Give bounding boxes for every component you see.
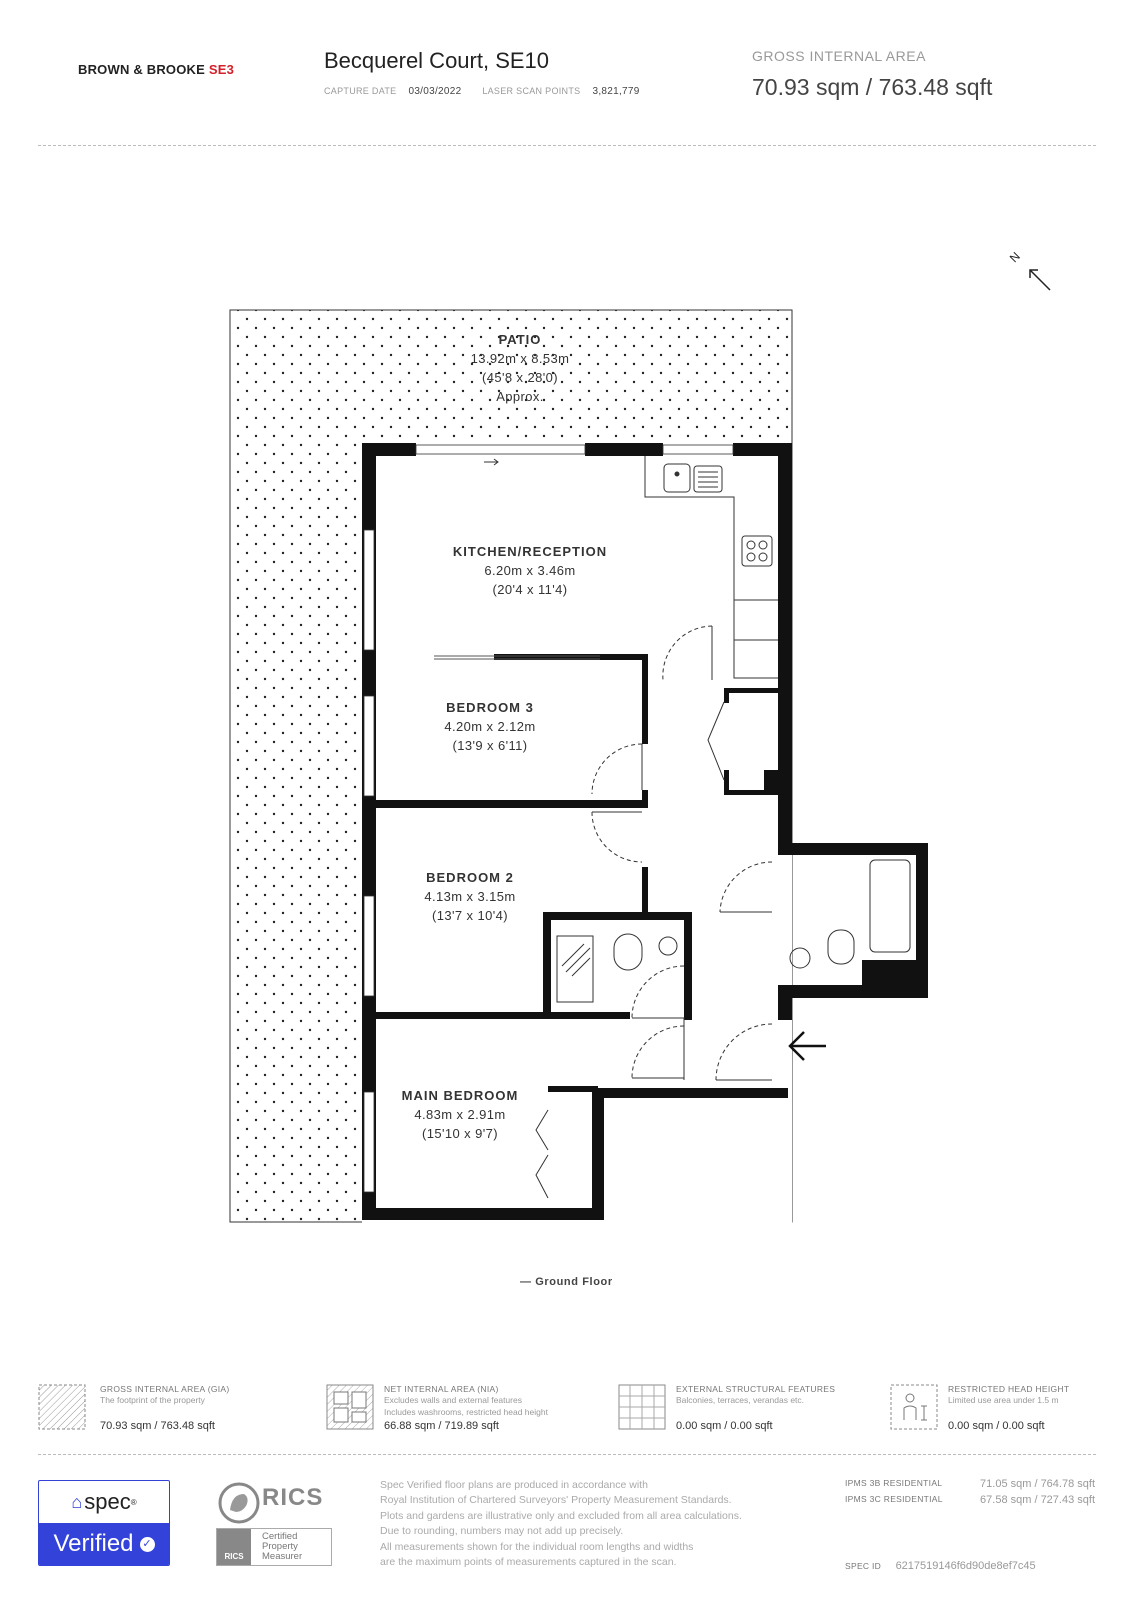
room-imperial: (45'8 x 28'0) bbox=[482, 370, 558, 385]
floor-plan: N bbox=[229, 249, 1051, 1223]
rics-certified-text: Certified Property Measurer bbox=[262, 1532, 302, 1562]
room-name: KITCHEN/RECEPTION bbox=[452, 544, 608, 559]
room-imperial: (20'4 x 11'4) bbox=[492, 582, 568, 597]
grid-icon bbox=[618, 1384, 666, 1430]
property-title: Becquerel Court, SE10 bbox=[324, 48, 550, 73]
floor-label: — Ground Floor bbox=[520, 1276, 613, 1288]
brand-name: BROWN & BROOKE bbox=[78, 62, 206, 77]
room-note: Approx. bbox=[496, 389, 544, 404]
gia-label: GROSS INTERNAL AREA bbox=[752, 48, 926, 64]
room-dims: 6.20m x 3.46m bbox=[484, 563, 576, 578]
room-name: BEDROOM 3 bbox=[446, 700, 534, 715]
brand-accent: SE3 bbox=[208, 62, 235, 77]
gia-value: 70.93 sqm / 763.48 sqft bbox=[752, 74, 993, 100]
ipms-row: IPMS 3C RESIDENTIAL 67.58 sqm / 727.43 s… bbox=[845, 1494, 1095, 1506]
legend-desc: Includes washrooms, restricted head heig… bbox=[384, 1407, 548, 1417]
room-dims: 4.13m x 3.15m bbox=[424, 889, 516, 904]
legend-value: 66.88 sqm / 719.89 sqft bbox=[384, 1420, 499, 1432]
rics-cert-line: Property bbox=[262, 1541, 298, 1552]
legend-desc: The footprint of the property bbox=[100, 1395, 205, 1405]
north-label: N bbox=[1007, 249, 1023, 265]
door-swings bbox=[591, 625, 773, 1081]
legend-value: 70.93 sqm / 763.48 sqft bbox=[100, 1420, 215, 1432]
legend-desc: Balconies, terraces, verandas etc. bbox=[676, 1395, 805, 1405]
room-dims: 4.83m x 2.91m bbox=[414, 1107, 506, 1122]
spec-verified-badge: ⌂ spec® Verified ✓ bbox=[38, 1480, 170, 1566]
check-circle-icon: ✓ bbox=[139, 1536, 155, 1552]
left-windows bbox=[363, 529, 375, 1193]
room-imperial: (13'7 x 10'4) bbox=[432, 908, 508, 923]
legend-title: GROSS INTERNAL AREA (GIA) bbox=[100, 1384, 230, 1394]
spec-name: spec bbox=[84, 1489, 131, 1514]
ipms-label: IPMS 3B RESIDENTIAL bbox=[845, 1478, 943, 1488]
scan-points-label: LASER SCAN POINTS bbox=[482, 86, 581, 96]
room-name: MAIN BEDROOM bbox=[401, 1088, 519, 1103]
north-arrow-icon: N bbox=[1007, 249, 1051, 291]
kitchen-units bbox=[644, 456, 778, 679]
room-dims: 13.92m x 8.53m bbox=[470, 351, 570, 366]
capture-meta: CAPTURE DATE 03/03/2022 LASER SCAN POINTS… bbox=[324, 86, 658, 97]
spec-id: SPEC ID 6217519146f6d90de8ef7c45 bbox=[845, 1556, 1036, 1574]
door-leaves bbox=[535, 626, 772, 1199]
legend-desc: Excludes walls and external features bbox=[384, 1395, 522, 1405]
room-name: BEDROOM 2 bbox=[426, 870, 514, 885]
room-imperial: (13'9 x 6'11) bbox=[452, 738, 528, 753]
disclaimer: Spec Verified floor plans are produced i… bbox=[380, 1478, 742, 1570]
disclaimer-line: Spec Verified floor plans are produced i… bbox=[380, 1479, 648, 1491]
nia-plan-icon bbox=[326, 1384, 374, 1430]
ipms-value: 71.05 sqm / 764.78 sqft bbox=[980, 1478, 1095, 1490]
spec-verified: Verified ✓ bbox=[39, 1523, 169, 1565]
capture-date-label: CAPTURE DATE bbox=[324, 86, 397, 96]
legend-title: NET INTERNAL AREA (NIA) bbox=[384, 1384, 499, 1394]
room-imperial: (15'10 x 9'7) bbox=[422, 1126, 498, 1141]
header-divider bbox=[38, 145, 1096, 146]
bedroom3-sliding-door bbox=[434, 655, 600, 660]
spec-house-icon: ⌂ bbox=[71, 1491, 83, 1512]
disclaimer-line: Plots and gardens are illustrative only … bbox=[380, 1509, 742, 1522]
disclaimer-line: Due to rounding, numbers may not add up … bbox=[380, 1525, 624, 1538]
walls bbox=[362, 443, 928, 1220]
room-main-bedroom: MAIN BEDROOM 4.83m x 2.91m (15'10 x 9'7) bbox=[370, 1086, 550, 1143]
disclaimer-line: All measurements shown for the individua… bbox=[380, 1540, 694, 1553]
disclaimer-line: are the maximum points of measurements c… bbox=[380, 1556, 677, 1569]
top-windows bbox=[415, 444, 734, 455]
room-patio: PATIO 13.92m x 8.53m (45'8 x 28'0) Appro… bbox=[420, 330, 620, 406]
sliding-door-arrow-icon bbox=[484, 458, 499, 466]
legend-title: RESTRICTED HEAD HEIGHT bbox=[948, 1384, 1070, 1394]
ipms-label: IPMS 3C RESIDENTIAL bbox=[845, 1494, 943, 1504]
gia-hatch-icon bbox=[38, 1384, 86, 1430]
spec-logo: ⌂ spec® bbox=[71, 1489, 137, 1514]
scan-points: 3,821,779 bbox=[592, 86, 640, 97]
rics-cert-line: Measurer bbox=[262, 1551, 303, 1562]
legend-value: 0.00 sqm / 0.00 sqft bbox=[676, 1420, 773, 1432]
rics-small-logo: RICS bbox=[217, 1529, 251, 1565]
room-kitchen-reception: KITCHEN/RECEPTION 6.20m x 3.46m (20'4 x … bbox=[430, 542, 630, 599]
room-bedroom-3: BEDROOM 3 4.20m x 2.12m (13'9 x 6'11) bbox=[400, 698, 580, 755]
patio-area bbox=[229, 309, 793, 1223]
capture-date: 03/03/2022 bbox=[408, 86, 462, 97]
rics-logo: RICS bbox=[262, 1484, 324, 1511]
room-dims: 4.20m x 2.12m bbox=[444, 719, 536, 734]
legend-title: EXTERNAL STRUCTURAL FEATURES bbox=[676, 1384, 836, 1394]
brand-logo: BROWN & BROOKE SE3 bbox=[78, 62, 234, 77]
person-height-icon bbox=[890, 1384, 938, 1430]
spec-verified-label: Verified bbox=[53, 1530, 134, 1557]
ipms-value: 67.58 sqm / 727.43 sqft bbox=[980, 1494, 1095, 1506]
room-name: PATIO bbox=[498, 332, 542, 347]
rics-cert-line: Certified bbox=[262, 1531, 298, 1542]
ipms-row: IPMS 3B RESIDENTIAL 71.05 sqm / 764.78 s… bbox=[845, 1478, 1095, 1490]
spec-id-label: SPEC ID bbox=[845, 1561, 882, 1571]
rics-certified-box: RICS bbox=[216, 1528, 332, 1566]
legend-value: 0.00 sqm / 0.00 sqft bbox=[948, 1420, 1045, 1432]
disclaimer-line: Royal Institution of Chartered Surveyors… bbox=[380, 1494, 732, 1507]
spec-id-value: 6217519146f6d90de8ef7c45 bbox=[895, 1560, 1036, 1572]
room-bedroom-2: BEDROOM 2 4.13m x 3.15m (13'7 x 10'4) bbox=[380, 868, 560, 925]
legend-desc: Limited use area under 1.5 m bbox=[948, 1395, 1059, 1405]
bathroom-fixtures bbox=[556, 859, 911, 1003]
footer-divider bbox=[38, 1454, 1096, 1455]
rics-lion-icon bbox=[218, 1482, 260, 1524]
ipms-values: IPMS 3B RESIDENTIAL 71.05 sqm / 764.78 s… bbox=[845, 1478, 1095, 1506]
entrance-arrow-icon bbox=[788, 1031, 826, 1061]
